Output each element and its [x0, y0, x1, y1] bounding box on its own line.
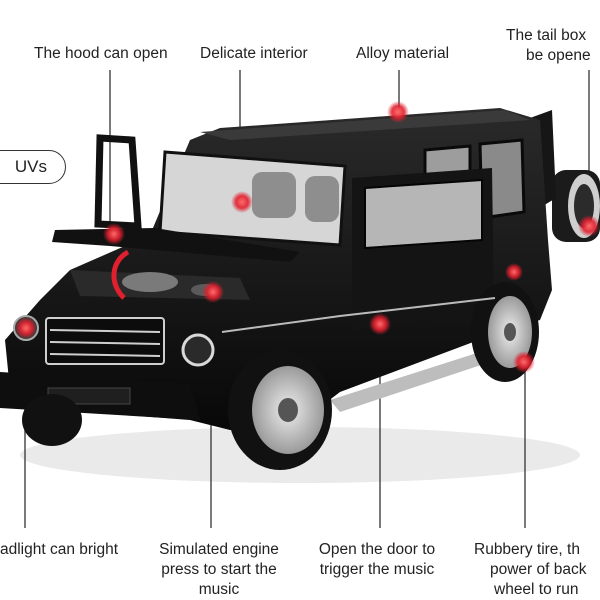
- side-trim: [221, 297, 496, 333]
- callout-tailbox-label: The tail box be opene: [506, 26, 591, 66]
- front-grille: [45, 317, 165, 365]
- front-wheel: [228, 350, 332, 470]
- feature-markers: [15, 101, 600, 373]
- headlight-right: [181, 333, 215, 367]
- marker-wheel-arch: [505, 263, 523, 281]
- callout-engine-label: Simulated engine press to start the musi…: [146, 540, 292, 600]
- callout-door-line2: trigger the music: [319, 561, 435, 578]
- roof-highlight: [200, 110, 530, 140]
- marker-engine: [202, 281, 224, 303]
- callout-tire-label: Rubbery tire, th power of back wheel to …: [474, 540, 600, 600]
- callout-tire-line3: wheel to run: [494, 581, 579, 598]
- callout-hood-label: The hood can open: [34, 45, 168, 62]
- side-step: [330, 352, 490, 412]
- marker-door: [369, 313, 391, 335]
- category-pill-text: UVs: [14, 157, 47, 176]
- callout-headlight-label: adlight can bright: [0, 541, 119, 558]
- callout-engine-line2: press to start the: [161, 561, 277, 578]
- front-door-open: [352, 168, 494, 330]
- hood-strut-left: [94, 134, 142, 230]
- marker-tire: [513, 351, 535, 373]
- callout-tire-line2: power of back: [490, 561, 587, 578]
- marker-headlight: [15, 317, 37, 339]
- front-wheel-left: [22, 394, 82, 446]
- interior-seats: [252, 172, 339, 222]
- callout-tire-line1: Rubbery tire, th: [474, 541, 580, 558]
- marker-hood: [103, 223, 125, 245]
- marker-tailbox: [578, 215, 600, 237]
- callout-alloy-label: Alloy material: [356, 45, 450, 62]
- callout-tailbox-line1: The tail box: [506, 27, 587, 44]
- callout-engine-line3: music: [198, 581, 240, 598]
- callout-engine-line1: Simulated engine: [159, 541, 279, 558]
- marker-interior: [231, 191, 253, 213]
- callout-tailbox-line2: be opene: [526, 47, 591, 64]
- callout-door-line1: Open the door to: [318, 541, 436, 558]
- hood-arrow-icon: [111, 249, 130, 300]
- callout-door-label: Open the door to trigger the music: [304, 540, 450, 580]
- callout-interior-label: Delicate interior: [200, 45, 308, 62]
- category-pill: UVs: [0, 150, 66, 184]
- marker-alloy: [387, 101, 409, 123]
